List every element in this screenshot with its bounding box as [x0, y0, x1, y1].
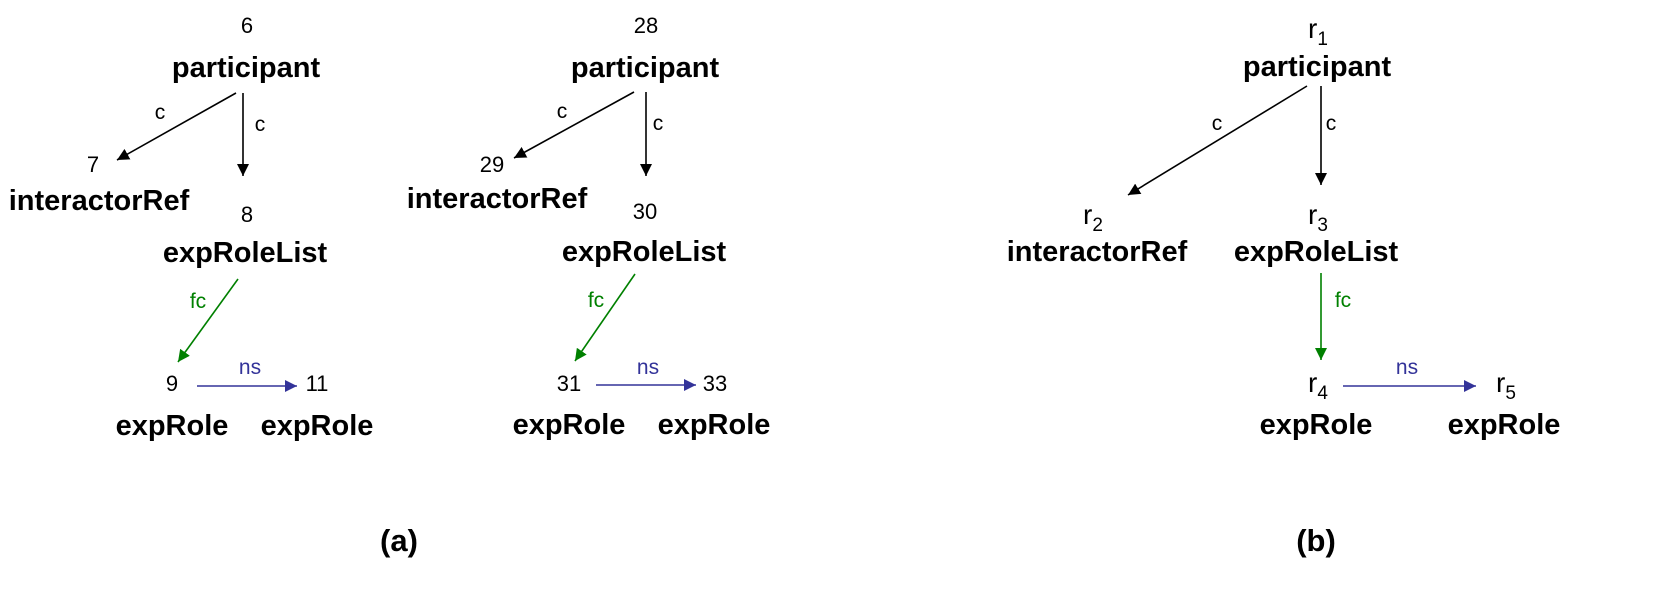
edge-label: ns — [239, 356, 261, 379]
panel-b-tree: r1 participant c c r2 interactorRef r3 e… — [1007, 13, 1561, 441]
first-child-edge — [177, 278, 239, 363]
edge-label: c — [653, 112, 664, 135]
node-id: r5 — [1496, 367, 1516, 404]
edge-label: fc — [588, 289, 604, 312]
node-label: expRole — [261, 410, 374, 442]
edge-label: fc — [1335, 289, 1351, 312]
panel-caption-a: (a) — [380, 523, 418, 558]
edge-label: c — [155, 101, 166, 124]
panel-caption-b: (b) — [1296, 523, 1336, 558]
node-label: interactorRef — [407, 183, 588, 215]
node-label: expRole — [658, 409, 771, 441]
node-id: r3 — [1308, 199, 1328, 236]
node-label: expRoleList — [1234, 236, 1399, 268]
edge-label: ns — [1396, 356, 1418, 379]
node-label: interactorRef — [9, 185, 190, 217]
edge-label: c — [557, 100, 568, 123]
node-label: interactorRef — [1007, 236, 1188, 268]
edge-label: c — [1212, 112, 1223, 135]
node-id: 31 — [557, 371, 581, 396]
node-label: expRole — [513, 409, 626, 441]
node-id: r4 — [1308, 367, 1328, 404]
node-label: expRole — [116, 410, 229, 442]
edge-label: c — [255, 113, 266, 136]
node-id: 7 — [87, 152, 99, 177]
node-id: r2 — [1083, 199, 1103, 236]
node-id: 30 — [633, 199, 657, 224]
node-id: 6 — [241, 13, 253, 38]
node-id: 33 — [703, 371, 727, 396]
node-id: 28 — [634, 13, 658, 38]
node-label: expRole — [1260, 409, 1373, 441]
node-label: participant — [571, 52, 720, 84]
node-label: participant — [1243, 51, 1392, 83]
first-child-edge — [574, 273, 636, 362]
node-id: 11 — [306, 371, 329, 396]
node-id: 8 — [241, 202, 253, 227]
panel-a-tree-2: 28 participant c c 29 interactorRef 30 e… — [407, 13, 771, 441]
node-id: 29 — [480, 152, 504, 177]
node-label: expRoleList — [163, 237, 328, 269]
node-id: r1 — [1308, 13, 1328, 50]
node-id: 9 — [166, 371, 178, 396]
node-label: expRole — [1448, 409, 1561, 441]
edge-label: ns — [637, 356, 659, 379]
node-label: participant — [172, 52, 321, 84]
node-label: expRoleList — [562, 236, 727, 268]
child-edge — [513, 91, 635, 159]
child-edge — [1127, 85, 1308, 196]
panel-a-tree-1: 6 participant c c 7 interactorRef 8 expR… — [9, 13, 374, 442]
edge-label: c — [1326, 112, 1337, 135]
child-edge — [116, 92, 237, 161]
edge-label: fc — [190, 290, 206, 313]
